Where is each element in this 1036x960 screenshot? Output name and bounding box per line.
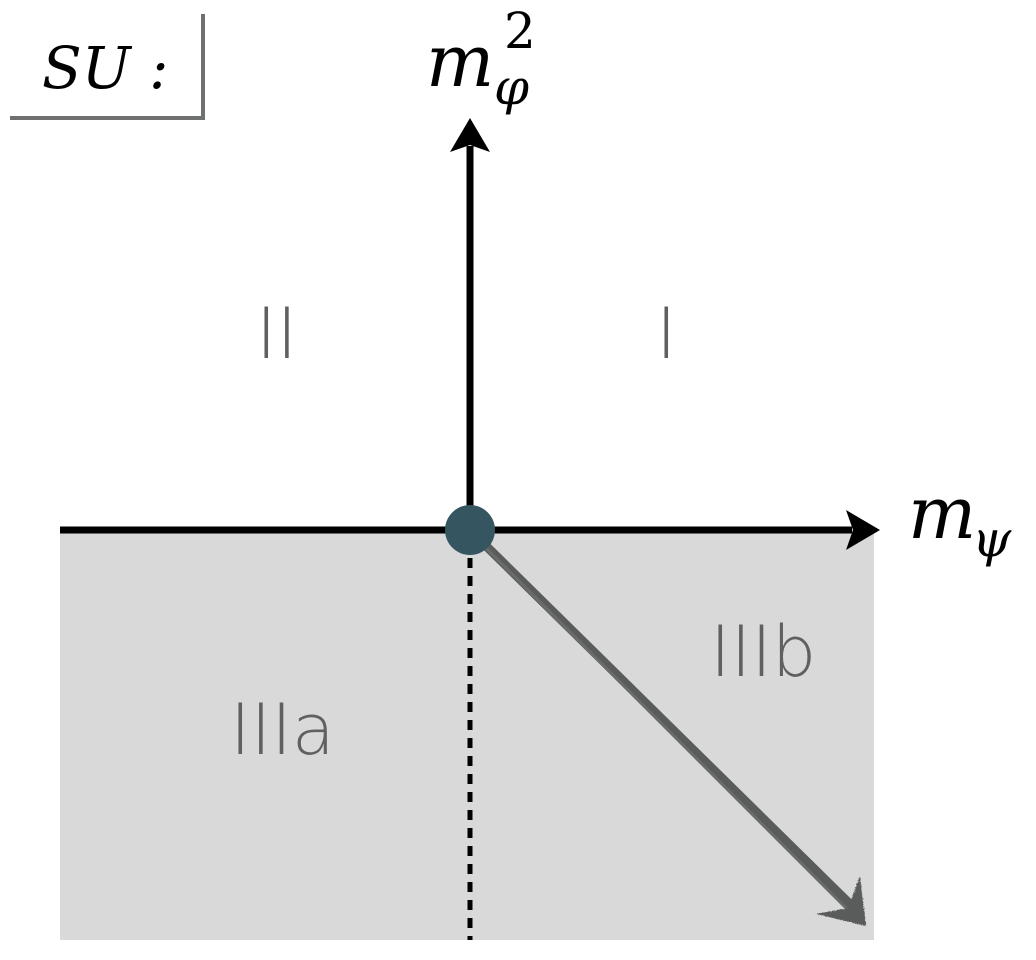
vertical-axis-arrowhead: [450, 118, 490, 152]
shaded-region-negative-mass: [60, 530, 874, 940]
vertical-axis: [450, 118, 490, 530]
region-label-IIIb: IIIb: [710, 611, 816, 693]
group-label-frame: [10, 14, 205, 120]
group-label: SU :: [42, 34, 169, 102]
horizontal-axis-label-base: m: [908, 471, 976, 555]
vertical-axis-label-subscript: φ: [494, 58, 529, 116]
horizontal-axis-label-subscript: ψ: [972, 510, 1012, 568]
horizontal-axis-label: mψ: [908, 471, 1012, 568]
region-label-I: I: [656, 293, 677, 375]
horizontal-axis-arrowhead: [846, 510, 880, 550]
vertical-axis-label-superscript: 2: [504, 2, 536, 60]
region-label-IIIa: IIIa: [230, 689, 335, 771]
region-label-II: II: [256, 293, 297, 375]
origin-point: [445, 505, 495, 555]
vertical-axis-label-base: m: [426, 19, 494, 103]
flow-arrowhead: [816, 876, 866, 926]
flow-arrow: [473, 533, 866, 926]
